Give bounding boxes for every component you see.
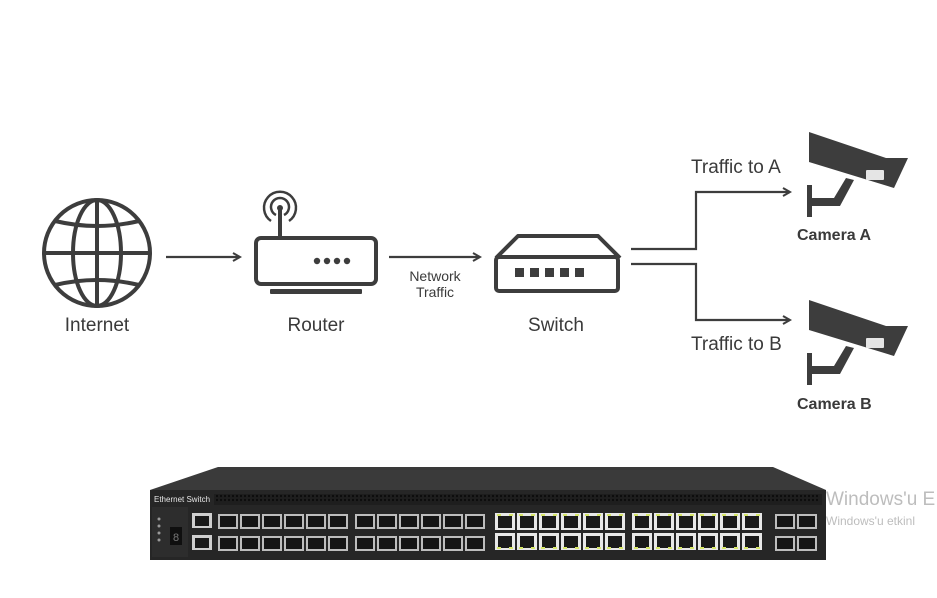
port-array (218, 513, 817, 551)
camera-b-icon (807, 300, 908, 385)
router-icon (254, 190, 378, 294)
network-traffic-label: Network Traffic (394, 268, 476, 300)
traffic-to-a-label: Traffic to A (691, 157, 781, 178)
switch-label: Switch (528, 315, 584, 336)
svg-text:8: 8 (173, 533, 180, 545)
watermark-line1: Windows'u E (826, 489, 936, 510)
globe-icon (42, 198, 152, 308)
network-traffic-line1: Network (409, 268, 461, 284)
camera-b-label: Camera B (797, 396, 872, 413)
switch-title: Ethernet Switch (154, 495, 211, 504)
internet-label: Internet (64, 315, 130, 336)
router-label: Router (287, 315, 345, 336)
vent-holes (215, 494, 819, 502)
switch-icon (494, 234, 622, 293)
camera-a-label: Camera A (797, 227, 872, 244)
camera-a-icon (807, 132, 908, 217)
traffic-to-b-label: Traffic to B (691, 334, 782, 355)
arrow-switch-camera-b (631, 262, 790, 320)
network-traffic-line2: Traffic (415, 284, 455, 300)
watermark-line2: Windows'u etkinl (826, 514, 915, 528)
arrow-switch-camera-a (631, 192, 790, 251)
